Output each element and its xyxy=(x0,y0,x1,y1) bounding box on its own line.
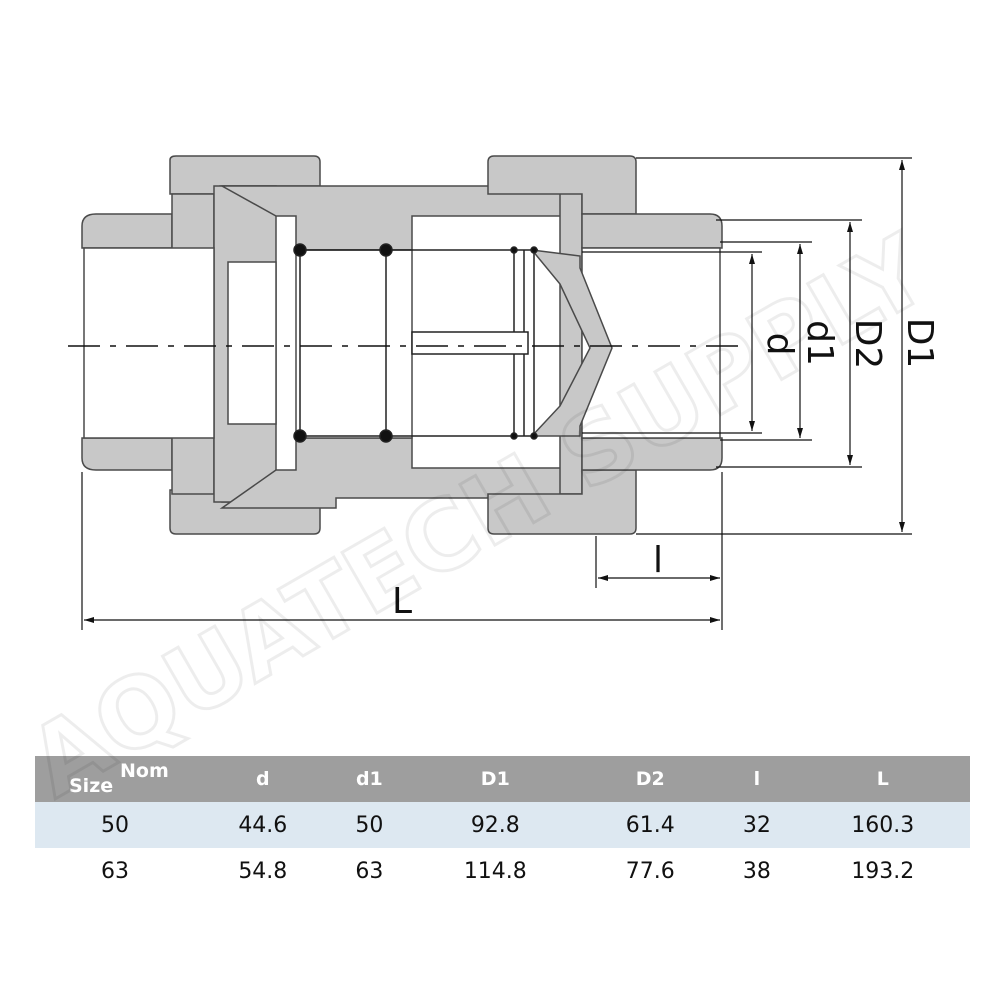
right-union-nut xyxy=(487,155,637,215)
table-cell: 38 xyxy=(718,848,796,894)
right-socket-end-lower xyxy=(581,437,723,471)
left-socket-end-lower xyxy=(81,437,173,471)
central-body-right xyxy=(559,191,583,495)
table-row: 63 54.8 63 114.8 77.6 38 193.2 xyxy=(35,848,970,894)
header-D2: D2 xyxy=(582,756,719,802)
left-union-nut-lower xyxy=(169,489,321,535)
table-cell: 63 xyxy=(330,848,409,894)
inner-bore xyxy=(83,247,721,439)
table-cell: 63 xyxy=(35,848,195,894)
table-cell: 50 xyxy=(35,802,195,848)
table-cell: 77.6 xyxy=(582,848,719,894)
table-cell: 44.6 xyxy=(195,802,331,848)
header-d: d xyxy=(195,756,331,802)
table-cell: 54.8 xyxy=(195,848,331,894)
dim-label-L: L xyxy=(392,581,412,622)
header-D1: D1 xyxy=(408,756,583,802)
dim-label-D2: D2 xyxy=(847,319,888,370)
table-row: 50 44.6 50 92.8 61.4 32 160.3 xyxy=(35,802,970,848)
left-union-nut xyxy=(169,155,321,195)
dimension-lines xyxy=(81,157,912,630)
dim-label-l: l xyxy=(653,540,663,581)
check-valve-cross-section-drawing: d d1 D2 D1 l L xyxy=(68,155,940,630)
table-cell: 193.2 xyxy=(795,848,970,894)
table-cell: 92.8 xyxy=(408,802,583,848)
table-cell: 61.4 xyxy=(582,802,719,848)
table-cell: 50 xyxy=(330,802,409,848)
dim-label-D1: D1 xyxy=(899,318,940,369)
table-header-row: Nom Size d d1 D1 D2 l L xyxy=(35,756,970,802)
header-size-nom: Nom Size xyxy=(35,756,195,802)
table-cell: 160.3 xyxy=(795,802,970,848)
header-L: L xyxy=(795,756,970,802)
spec-table: Nom Size d d1 D1 D2 l L 50 44.6 50 92.8 … xyxy=(35,756,970,894)
header-size-label: Size xyxy=(69,775,114,797)
poppet-and-spring xyxy=(293,243,613,443)
dim-label-d1: d1 xyxy=(799,320,840,366)
header-d1: d1 xyxy=(330,756,409,802)
header-nom-label: Nom xyxy=(120,760,169,782)
header-l: l xyxy=(718,756,796,802)
table-cell: 32 xyxy=(718,802,796,848)
right-socket-end xyxy=(581,213,723,249)
right-union-nut-lower xyxy=(487,469,637,535)
left-socket-end xyxy=(81,213,173,249)
dim-label-d: d xyxy=(759,333,800,356)
table-cell: 114.8 xyxy=(408,848,583,894)
